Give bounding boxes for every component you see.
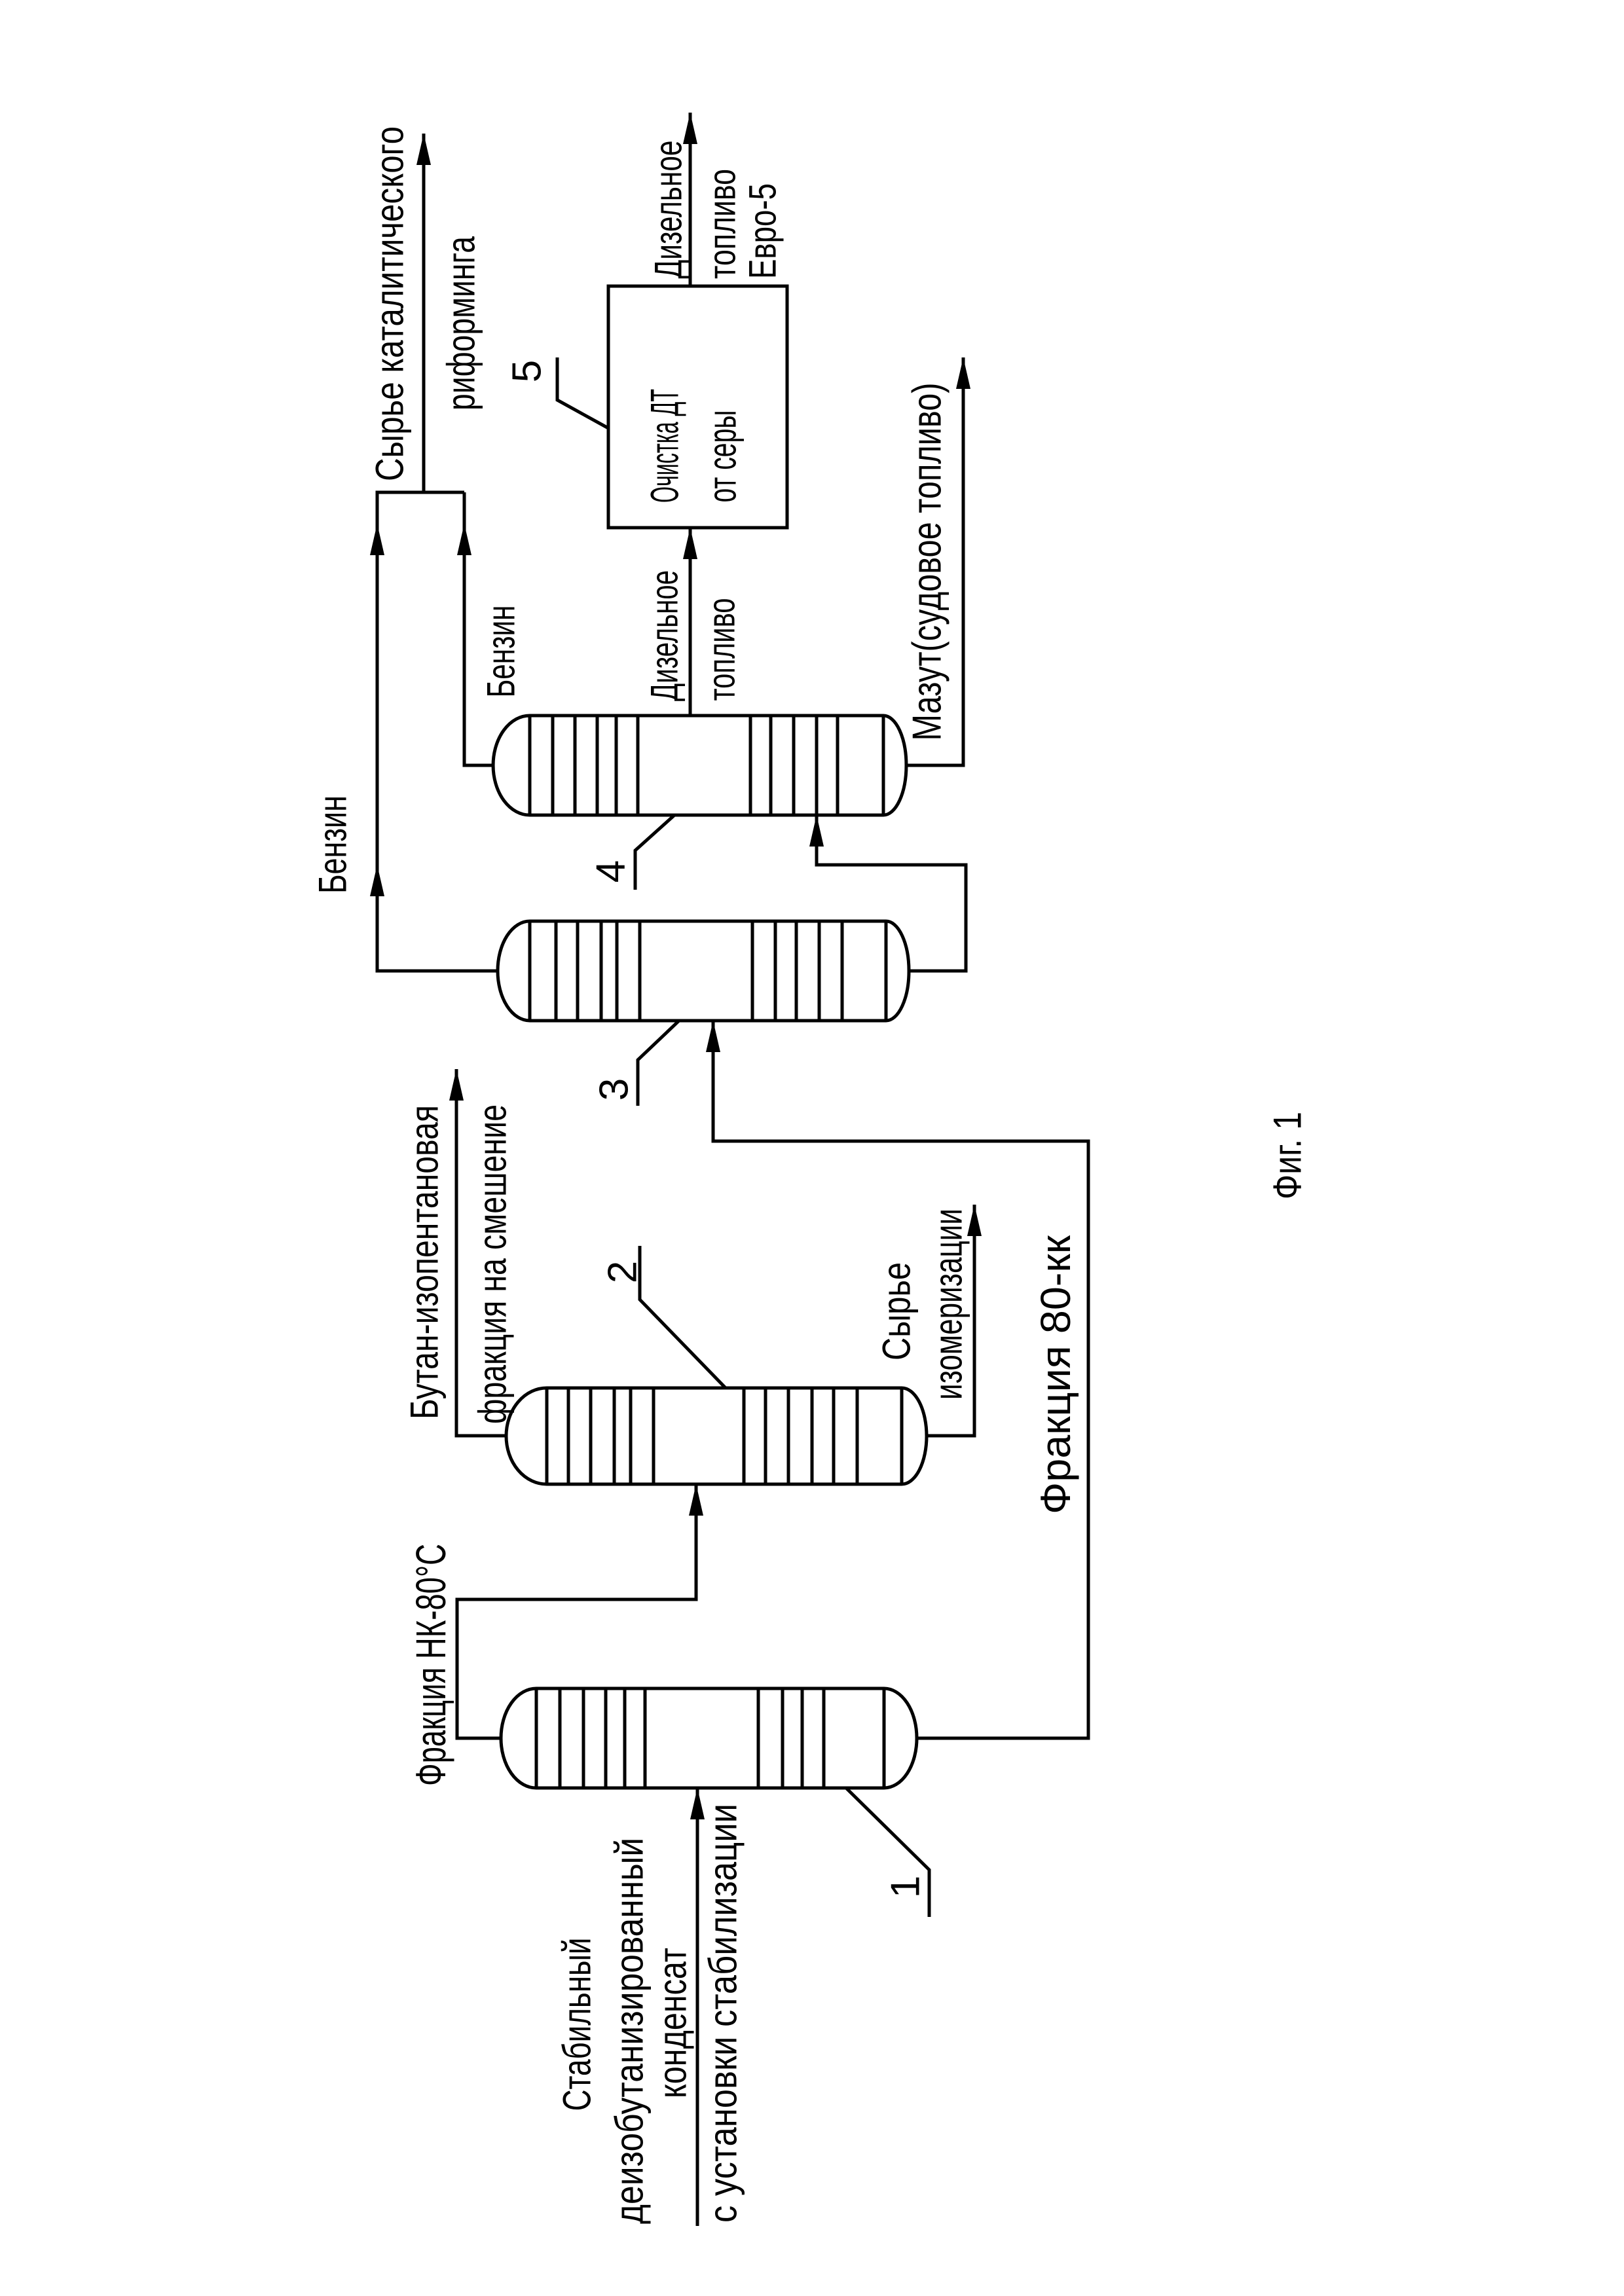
- column-4-shell: [491, 714, 908, 817]
- column-1-shell: [499, 1686, 919, 1790]
- diesel-euro-label-1: Дизельное: [648, 141, 690, 279]
- arrowhead-icon: [449, 1069, 464, 1101]
- arrowhead-icon: [956, 357, 970, 389]
- mazut-label: Мазут(судовое топливо): [905, 383, 950, 741]
- diesel-label-1: Дизельное: [644, 570, 686, 701]
- feed-label-3: конденсат: [651, 1948, 695, 2098]
- column-3: [496, 919, 911, 1023]
- column-2: [504, 1386, 929, 1486]
- unit-3-number: 3: [592, 1078, 637, 1101]
- unit-2-number: 2: [600, 1261, 646, 1283]
- arrowhead-icon: [967, 1205, 982, 1236]
- unit-1-number: 1: [883, 1876, 929, 1898]
- reforming-label-2: риформинга: [439, 236, 483, 410]
- butane-label-1: Бутан-изопентановая: [403, 1105, 447, 1419]
- leader-1: [845, 1787, 931, 1917]
- leader-3: [636, 1019, 680, 1106]
- mazut-line: [906, 357, 965, 767]
- arrowhead-icon: [706, 1021, 720, 1052]
- benzin-col3-line: [375, 490, 498, 973]
- butane-label-2: фракция на смешение: [471, 1104, 515, 1424]
- benzin-label-col4: Бензин: [479, 606, 523, 698]
- arrowhead-icon: [689, 1484, 703, 1516]
- arrowhead-icon: [416, 134, 431, 165]
- col3-to-col4-line: [815, 815, 968, 973]
- box5-label-2: от серы: [701, 410, 745, 503]
- isomer-label-2: изомеризации: [927, 1209, 970, 1400]
- column-1: [499, 1686, 919, 1790]
- feed-label-2: деизобутанизированный: [608, 1838, 652, 2224]
- nk80-label: Фракция НК-80°С: [407, 1544, 454, 1786]
- leader-4: [633, 814, 676, 890]
- arrowhead-icon: [370, 524, 384, 555]
- arrowhead-icon: [683, 113, 697, 144]
- feed-label-4: с установки стабилизации: [701, 1804, 745, 2223]
- diesel-label-2: топливо: [701, 598, 743, 701]
- reforming-label-1: Сырье каталитического: [368, 126, 412, 481]
- column-3-shell: [496, 919, 911, 1023]
- nk80-line: [455, 1484, 698, 1740]
- box5-label-1: Очистка ДТ: [643, 389, 687, 503]
- arrowhead-icon: [457, 524, 471, 555]
- isomer-line: [927, 1205, 976, 1438]
- column-4: [491, 714, 908, 817]
- leader-2: [638, 1246, 727, 1389]
- arrowhead-icon: [683, 528, 697, 559]
- arrowhead-icon: [690, 1788, 705, 1819]
- benzin-col4-line: [462, 492, 493, 767]
- arrowhead-icon: [809, 815, 824, 847]
- frac80kk-label: Фракция 80-кк: [1032, 1235, 1079, 1514]
- frac80kk-line: [711, 1021, 1090, 1740]
- arrowhead-icon: [370, 865, 384, 896]
- diesel-euro-label-3: Евро-5: [742, 183, 784, 279]
- diesel-euro-label-2: топливо: [701, 169, 744, 279]
- unit-4-number: 4: [589, 860, 634, 883]
- leader-5: [555, 357, 610, 430]
- unit-5-desulfurization-box: [606, 284, 789, 530]
- isomer-label-1: Сырье: [875, 1262, 919, 1360]
- benzin-label-col3: Бензин: [311, 795, 355, 894]
- feed-label-1: Стабильный: [555, 1938, 599, 2111]
- unit-5-number: 5: [505, 360, 550, 382]
- figure-caption: Фиг. 1: [1266, 1112, 1310, 1199]
- butane-line: [454, 1069, 506, 1438]
